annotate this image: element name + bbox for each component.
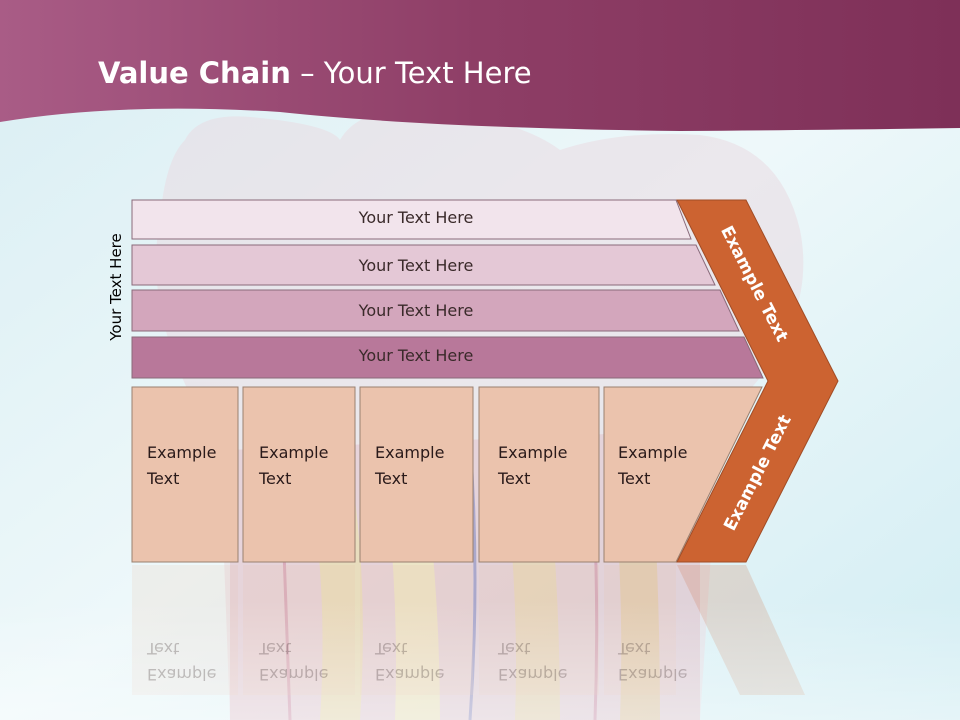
box-2-line2: Text — [259, 469, 292, 488]
bar-1-label: Your Text Here — [358, 208, 474, 227]
box-5-line1: Example — [618, 443, 688, 462]
bar-4-label: Your Text Here — [358, 346, 474, 365]
box-2-reflection-line2: Text — [259, 639, 292, 658]
box-3-reflection-line1: Example — [375, 665, 445, 684]
bar-2-label: Your Text Here — [358, 256, 474, 275]
value-chain-chevron — [676, 199, 839, 563]
box-4-reflection: Example Text — [498, 635, 567, 687]
box-3-line1: Example — [375, 443, 445, 462]
bar-2 — [131, 244, 716, 286]
box-2-reflection: Example Text — [259, 635, 328, 687]
box-2-line1: Example — [259, 443, 329, 462]
box-1-reflection-line1: Example — [147, 665, 217, 684]
bar-1 — [131, 199, 692, 240]
box-1 — [131, 386, 239, 563]
box-5 — [603, 386, 763, 563]
box-1-reflection-line2: Text — [147, 639, 180, 658]
title-rest: – Your Text Here — [290, 56, 532, 90]
box-3 — [359, 386, 474, 563]
title-bold: Value Chain — [98, 56, 291, 90]
box-5-reflection-line2: Text — [618, 639, 651, 658]
box-4-reflection-line1: Example — [498, 665, 568, 684]
box-4-reflection-line2: Text — [498, 639, 531, 658]
box-2 — [242, 386, 356, 563]
box-3-reflection: Example Text — [375, 635, 444, 687]
box-4-line1: Example — [498, 443, 568, 462]
box-5-reflection: Example Text — [618, 635, 687, 687]
header-band — [0, 0, 960, 131]
bar-3-label: Your Text Here — [358, 301, 474, 320]
side-label: Your Text Here — [107, 233, 125, 341]
box-2-reflection-line1: Example — [259, 665, 329, 684]
box-4-line2: Text — [498, 469, 531, 488]
box-5-reflection-line1: Example — [618, 665, 688, 684]
box-1-reflection: Example Text — [147, 635, 216, 687]
box-5-line2: Text — [618, 469, 651, 488]
box-4 — [478, 386, 600, 563]
bar-3 — [131, 289, 740, 332]
bar-4 — [131, 336, 764, 379]
box-3-reflection-line2: Text — [375, 639, 408, 658]
box-1-line2: Text — [147, 469, 180, 488]
slide-title: Value Chain – Your Text Here — [98, 53, 532, 93]
box-1-line1: Example — [147, 443, 217, 462]
box-3-line2: Text — [375, 469, 408, 488]
